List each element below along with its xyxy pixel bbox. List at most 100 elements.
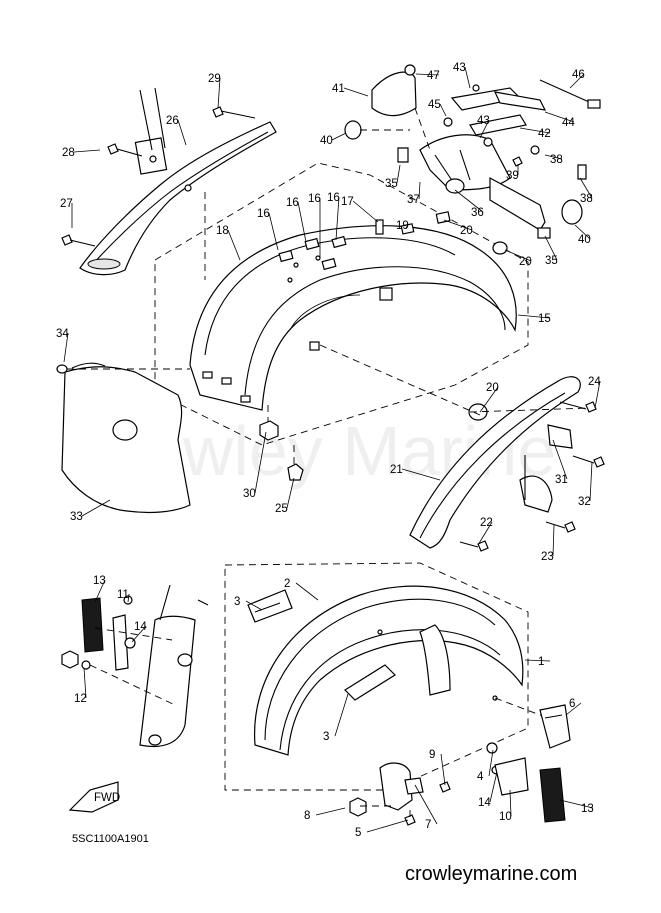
- callout-label-23: 23: [541, 551, 554, 563]
- callout-leader-line: [559, 799, 594, 809]
- callout-label-31: 31: [555, 474, 568, 486]
- callout-labels: 2926282741474346454442403543383938373640…: [56, 62, 601, 839]
- callout-leader-line: [509, 789, 512, 817]
- callout-label-14: 14: [134, 621, 147, 633]
- callout-leader-line: [254, 431, 267, 494]
- website-label: crowleymarine.com: [405, 863, 577, 885]
- callout-leader-line: [343, 87, 369, 97]
- callout-label-40: 40: [320, 135, 333, 147]
- callout-leader-line: [245, 600, 263, 611]
- callout-label-38: 38: [580, 193, 593, 205]
- callout-leader-line: [94, 579, 106, 603]
- callout-label-16: 16: [327, 192, 340, 204]
- callout-leader-line: [131, 625, 147, 643]
- callout-label-14: 14: [478, 797, 491, 809]
- callout-label-18: 18: [216, 225, 229, 237]
- callout-leader-line: [439, 103, 447, 117]
- callout-leader-line: [454, 189, 484, 213]
- callout-label-19: 19: [396, 220, 409, 232]
- callout-leader-line: [295, 582, 319, 601]
- callout-label-1: 1: [538, 656, 544, 668]
- callout-leader-line: [589, 461, 593, 502]
- rear-frame-rail: [79, 87, 277, 276]
- callout-leader-line: [479, 386, 499, 413]
- callout-label-29: 29: [208, 73, 221, 85]
- callout-leader-line: [335, 196, 340, 241]
- callout-label-7: 7: [425, 819, 431, 831]
- callout-leader-line: [479, 119, 490, 139]
- callout-leader-line: [73, 149, 101, 153]
- callout-leader-line: [83, 667, 87, 699]
- callout-label-30: 30: [243, 488, 256, 500]
- frame-bolts: [61, 106, 256, 247]
- callout-leader-line: [401, 468, 441, 481]
- callout-label-43: 43: [453, 62, 466, 74]
- callout-label-34: 34: [56, 328, 69, 340]
- callout-label-36: 36: [471, 207, 484, 219]
- nuts: [259, 405, 304, 481]
- callout-label-13: 13: [581, 803, 594, 815]
- callout-leader-line: [552, 524, 555, 557]
- rear-fender-group-boundary: [154, 162, 529, 446]
- fender-pads: [278, 235, 347, 283]
- callout-label-20: 20: [460, 225, 473, 237]
- callout-label-16: 16: [308, 193, 321, 205]
- callout-label-12: 12: [74, 693, 87, 705]
- callout-leader-line: [524, 659, 551, 662]
- callout-label-35: 35: [545, 255, 558, 267]
- forward-direction-badge: FWD: [68, 781, 120, 813]
- callout-label-13: 13: [93, 575, 106, 587]
- callout-label-44: 44: [562, 117, 575, 129]
- callout-leader-line: [227, 229, 241, 261]
- callout-label-47: 47: [427, 70, 440, 82]
- callout-leader-line: [489, 771, 498, 803]
- callout-leader-line: [268, 212, 279, 251]
- callout-label-46: 46: [572, 69, 585, 81]
- callout-label-26: 26: [166, 115, 179, 127]
- callout-leader-line: [334, 693, 349, 737]
- callout-leader-line: [443, 219, 473, 231]
- callout-label-3: 3: [323, 731, 329, 743]
- callout-label-20: 20: [486, 382, 499, 394]
- callout-label-8: 8: [304, 810, 310, 822]
- callout-label-40: 40: [578, 234, 591, 246]
- callout-leader-line: [217, 77, 221, 109]
- callout-leader-line: [63, 332, 69, 363]
- callout-leader-line: [366, 819, 409, 833]
- callout-label-16: 16: [286, 197, 299, 209]
- callout-label-38: 38: [550, 154, 563, 166]
- callout-label-3: 3: [234, 596, 240, 608]
- callout-label-4: 4: [477, 771, 484, 783]
- callout-label-10: 10: [499, 811, 512, 823]
- callout-label-9: 9: [429, 749, 435, 761]
- callout-leader-line: [519, 127, 551, 134]
- callout-leader-line: [565, 702, 582, 716]
- callout-label-32: 32: [578, 496, 591, 508]
- callout-leader-line: [315, 807, 346, 816]
- callout-label-11: 11: [117, 589, 129, 601]
- front-brackets: [349, 704, 571, 826]
- front-fender: [247, 585, 549, 756]
- callout-label-42: 42: [538, 128, 551, 140]
- callout-leader-line: [81, 499, 111, 517]
- callout-leader-line: [517, 314, 551, 319]
- callout-leader-line: [177, 119, 187, 146]
- callout-label-5: 5: [355, 827, 361, 839]
- callout-leader-line: [415, 73, 440, 76]
- callout-label-16: 16: [257, 208, 270, 220]
- callout-leader-line: [569, 73, 585, 89]
- callout-label-33: 33: [70, 511, 83, 523]
- seat-hardware: [344, 64, 601, 239]
- callout-label-20: 20: [519, 256, 532, 268]
- callout-leader-line: [594, 380, 601, 409]
- callout-leader-line: [127, 593, 130, 603]
- callout-leader-line: [405, 224, 409, 229]
- fork-leg: [61, 584, 209, 747]
- callout-leader-line: [396, 164, 401, 184]
- diagram-code: 5SC1100A1901: [72, 833, 149, 845]
- callout-label-37: 37: [407, 194, 420, 206]
- front-fender-group-boundary: [224, 562, 529, 791]
- callout-label-41: 41: [332, 83, 345, 95]
- callout-label-24: 24: [588, 376, 601, 388]
